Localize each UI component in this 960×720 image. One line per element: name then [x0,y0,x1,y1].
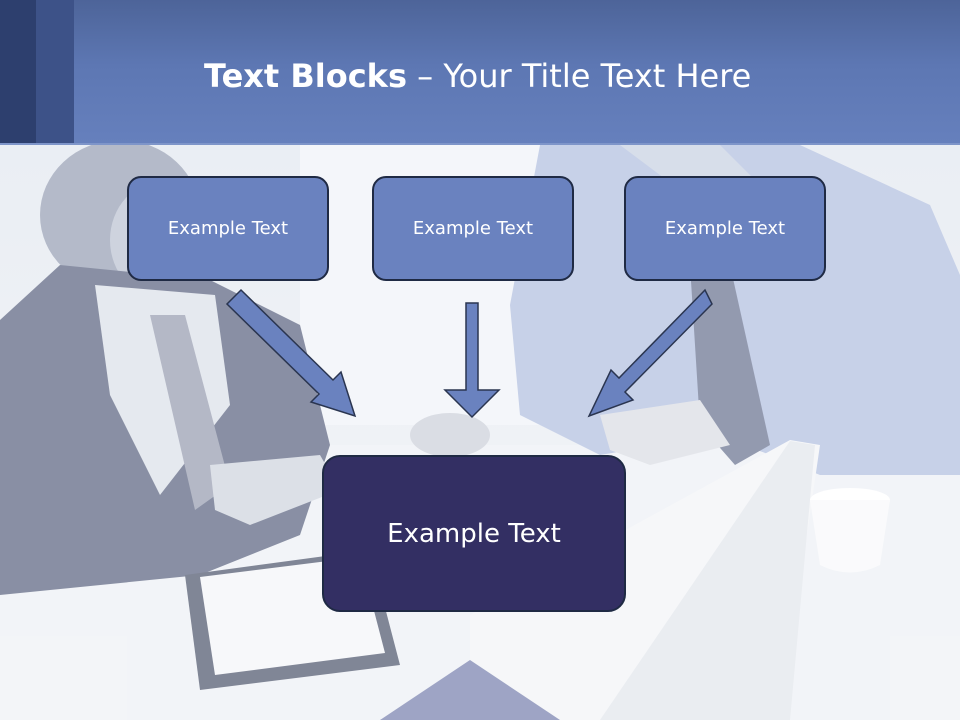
header-accent-strip [0,0,36,145]
slide-title-separator: – [407,57,444,95]
header-divider [0,143,960,145]
text-block-label: Example Text [412,218,534,239]
text-block-main[interactable]: Example Text [322,455,626,612]
header-accent-strip [36,0,74,145]
slide-title-bold: Text Blocks [204,57,407,95]
slide-title[interactable]: Text Blocks – Your Title Text Here [204,54,751,98]
text-block-label: Example Text [167,218,289,239]
text-block-2[interactable]: Example Text [372,176,574,281]
text-block-main-label: Example Text [387,518,561,549]
header-bar: Text Blocks – Your Title Text Here [0,0,960,145]
text-block-label: Example Text [664,218,786,239]
slide-title-text: Your Title Text Here [443,57,752,95]
text-block-1[interactable]: Example Text [127,176,329,281]
text-block-3[interactable]: Example Text [624,176,826,281]
